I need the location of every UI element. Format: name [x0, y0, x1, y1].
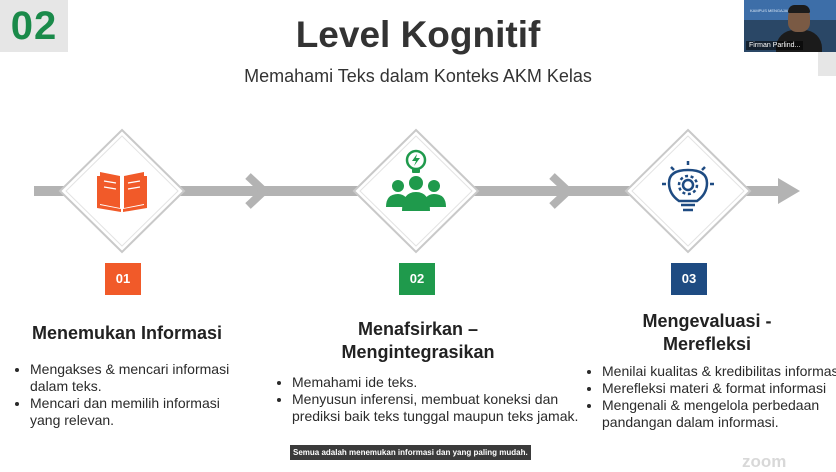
list-item: Mencari dan memilih informasi yang relev…	[30, 395, 250, 429]
step-3-heading: Mengevaluasi - Merefleksi	[602, 310, 812, 356]
list-item: Menilai kualitas & kredibilitas informas…	[602, 363, 836, 380]
video-panel-strip	[818, 52, 836, 76]
step-3-heading-text: Mengevaluasi - Merefleksi	[642, 311, 772, 354]
participant-hair	[788, 5, 810, 13]
step-2-bullet-list: Memahami ide teks. Menyusun inferensi, m…	[276, 374, 582, 425]
list-item: Mengenali & mengelola perbedaan pandanga…	[602, 397, 836, 431]
subtitle-caption: Semua adalah menemukan informasi dan yan…	[290, 445, 531, 460]
lightbulb-gear-icon	[662, 161, 714, 212]
list-item: Memahami ide teks.	[292, 374, 582, 391]
timeline-arrow-head	[778, 178, 800, 204]
group-idea-icon	[386, 149, 446, 211]
zoom-watermark: zoom	[742, 452, 787, 471]
step-2-badge: 02	[399, 263, 435, 295]
step-1-diamond	[58, 128, 186, 254]
step-1-bullet-list: Mengakses & mencari informasi dalam teks…	[14, 361, 250, 429]
participant-video-tile[interactable]: KAMPUS MENGAJAR 2022 Firman Parlind...	[744, 0, 836, 52]
step-2-diamond	[352, 128, 480, 254]
chevron-2-icon	[549, 173, 574, 209]
step-2-diamond-inner	[359, 135, 473, 247]
slide-number: 02	[0, 0, 68, 52]
video-logo-text: KAMPUS MENGAJAR 2022	[750, 8, 801, 13]
step-3-diamond-inner	[631, 135, 745, 247]
open-book-icon	[97, 172, 147, 212]
step-1-diamond-inner	[65, 135, 179, 247]
list-item: Merefleksi materi & format informasi	[602, 380, 836, 397]
page-subtitle: Memahami Teks dalam Konteks AKM Kelas	[244, 66, 592, 86]
step-2-heading: Menafsirkan – Mengintegrasikan	[290, 318, 546, 364]
step-2-heading-text: Menafsirkan – Mengintegrasikan	[341, 319, 495, 362]
step-1-badge: 01	[105, 263, 141, 295]
step-1-heading: Menemukan Informasi	[31, 323, 223, 343]
step-3-badge: 03	[671, 263, 707, 295]
list-item: Mengakses & mencari informasi dalam teks…	[30, 361, 250, 395]
page-title: Level Kognitif	[295, 14, 541, 55]
list-item: Menyusun inferensi, membuat koneksi dan …	[292, 391, 582, 425]
chevron-1-icon	[245, 173, 270, 209]
step-3-bullet-list: Menilai kualitas & kredibilitas informas…	[586, 363, 836, 431]
participant-name: Firman Parlind...	[746, 41, 804, 50]
